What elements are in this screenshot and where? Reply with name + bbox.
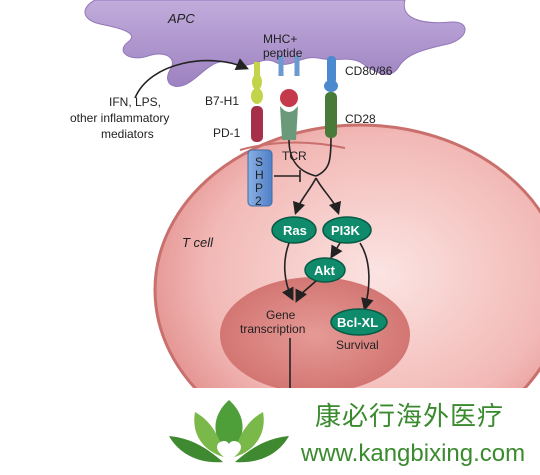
shp2-char-4: 2: [255, 194, 262, 208]
tcr-label: TCR: [282, 149, 307, 163]
cd80-receptor: [327, 56, 336, 84]
ras-to-gene-arrow: [281, 242, 294, 301]
shp2-box: [247, 149, 273, 207]
ras-label: Ras: [283, 223, 307, 238]
cd80-label: CD80/86: [345, 64, 393, 78]
watermark-url: www.kangbixing.com: [301, 440, 526, 467]
mhc-label-line2: peptide: [263, 46, 303, 60]
watermark-chinese-text: 康必行海外医疗: [315, 402, 505, 432]
mediators-line2: other inflammatory: [70, 111, 169, 125]
pi3k-label: PI3K: [331, 223, 361, 238]
cd80-head: [324, 80, 338, 92]
mhc-molecule: [278, 56, 300, 76]
tcr-receptor: [280, 106, 298, 140]
akt-to-gene-arrow: [295, 280, 317, 303]
survival-label: Survival: [336, 338, 379, 352]
akt-node: [304, 257, 346, 283]
mediators-line3: mediators: [101, 127, 154, 141]
gene-label-line2: transcription: [240, 322, 305, 336]
watermark-banner: 康必行海外医疗 www.kangbixing.com: [163, 388, 540, 475]
gene-label-line1: Gene: [266, 308, 296, 322]
peptide-icon: [280, 89, 298, 107]
b7h1-ligand: [252, 74, 262, 90]
b7h1-bead: [251, 88, 263, 104]
cd28-receptor: [325, 92, 337, 138]
b7h1-label: B7-H1: [205, 94, 239, 108]
pd1-receptor: [251, 106, 263, 142]
bclxl-label: Bcl-XL: [337, 315, 378, 330]
pd1-label: PD-1: [213, 126, 241, 140]
apc-label: APC: [167, 11, 195, 26]
to-pi3k-arrow: [315, 177, 342, 216]
mediators-line1: IFN, LPS,: [109, 95, 161, 109]
pi3k-to-bclxl-arrow: [359, 242, 374, 312]
mhc-label-line1: MHC+: [263, 32, 297, 46]
shp2-char-2: H: [255, 168, 264, 182]
cd28-signal-line: [315, 137, 332, 177]
pi3k-to-akt-arrow: [330, 242, 343, 259]
shp2-char-1: S: [255, 155, 263, 169]
b7h1-stalk: [254, 62, 260, 76]
induction-arrow: [134, 58, 249, 99]
inhibition-line: [274, 170, 301, 182]
to-ras-arrow: [292, 177, 317, 216]
akt-label: Akt: [314, 263, 336, 278]
bclxl-node: [330, 308, 388, 336]
membrane-line: [239, 141, 346, 151]
lotus-heart-icon: [169, 400, 289, 463]
tcr-signal-line: [288, 139, 317, 177]
pi3k-node: [322, 216, 372, 244]
t-cell-label: T cell: [182, 235, 214, 250]
shp2-char-3: P: [255, 181, 263, 195]
cd28-label: CD28: [345, 112, 376, 126]
ras-node: [271, 216, 317, 244]
